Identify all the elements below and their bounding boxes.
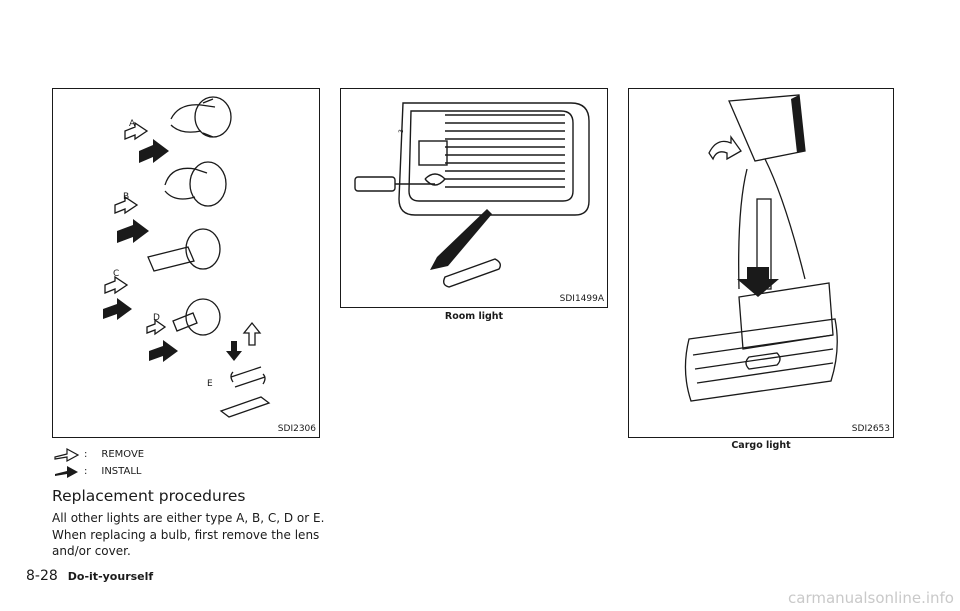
section-title: Do-it-yourself [67, 570, 154, 583]
cargo-light-illustration [684, 94, 838, 402]
figure-room-light: 3 SDI1499A [340, 88, 608, 308]
room-light-illustration: 3 [354, 102, 590, 288]
section-body: All other lights are either type A, B, C… [52, 511, 325, 558]
legend-label: INSTALL [101, 465, 142, 477]
bulb-label-c: C [113, 269, 120, 279]
outline-arrow-icon [54, 447, 80, 462]
legend-label: REMOVE [101, 448, 145, 460]
svg-text:3: 3 [398, 129, 405, 133]
figure-cargo-light: SDI2653 [628, 88, 894, 438]
watermark: carmanualsonline.info [788, 589, 954, 607]
legend-remove: : REMOVE [52, 446, 144, 462]
figure-caption: Cargo light [731, 440, 791, 451]
bulb-types-illustration [103, 96, 271, 418]
figure-bulb-types: A B C D E SDI2306 [52, 88, 320, 438]
figure-caption: Room light [444, 311, 504, 322]
solid-arrow-icon [55, 466, 78, 478]
figure-code: SDI2306 [277, 424, 316, 434]
bulb-label-a: A [129, 119, 136, 129]
bulb-label-b: B [123, 192, 130, 202]
legend-install: : INSTALL [52, 463, 141, 479]
figure-code: SDI2653 [851, 424, 890, 434]
bulb-label-e: E [207, 379, 213, 389]
figure-code: SDI1499A [559, 294, 604, 304]
section-heading: Replacement procedures [52, 487, 246, 505]
page-number: 8-28 [26, 568, 58, 584]
page-footer: 8-28 Do-it-yourself [26, 568, 153, 584]
bulb-label-d: D [153, 313, 160, 323]
